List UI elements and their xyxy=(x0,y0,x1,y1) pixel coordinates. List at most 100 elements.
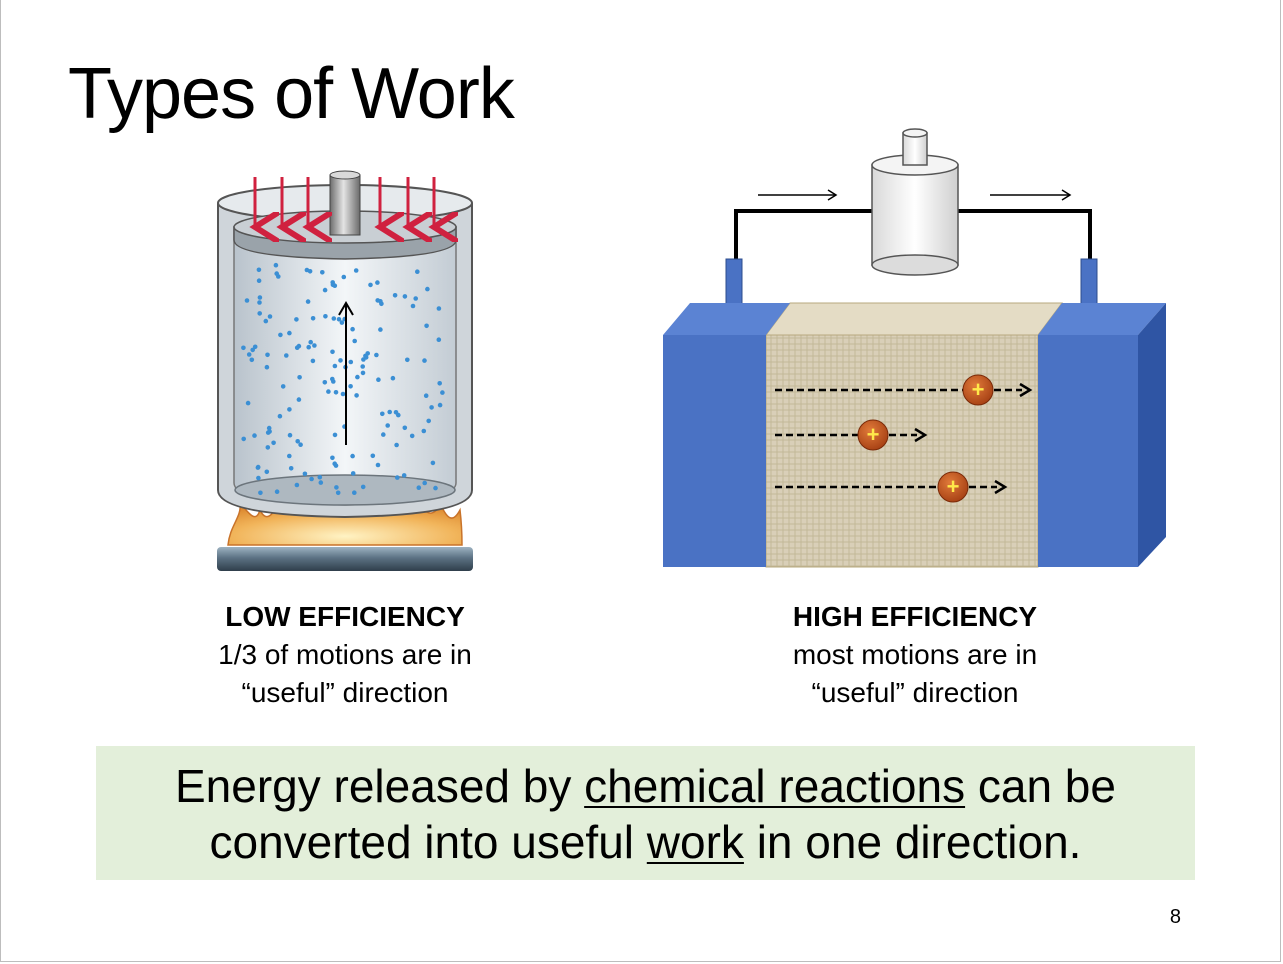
gas-molecule xyxy=(280,384,286,389)
gas-molecule xyxy=(265,352,270,358)
circuit-wire xyxy=(734,209,1092,265)
gas-molecule xyxy=(326,389,331,394)
gas-molecule xyxy=(256,278,262,283)
gas-molecule xyxy=(287,432,293,438)
gas-molecule xyxy=(402,294,408,299)
gas-molecule xyxy=(381,432,386,437)
gas-molecule xyxy=(305,299,311,304)
gas-molecule xyxy=(297,375,302,380)
gas-molecule xyxy=(380,411,385,417)
gas-molecule xyxy=(288,466,294,471)
gas-molecule xyxy=(336,317,342,322)
gas-molecule xyxy=(416,485,422,491)
gas-molecule xyxy=(340,391,346,397)
gas-molecule xyxy=(257,300,262,305)
gas-molecule xyxy=(360,484,366,490)
pressure-arrows xyxy=(255,177,434,227)
gas-molecule xyxy=(339,320,345,325)
gas-molecule xyxy=(437,402,443,408)
left-heading: LOW EFFICIENCY xyxy=(225,601,465,632)
gas-molecule xyxy=(296,397,302,402)
gas-molecule xyxy=(437,381,442,386)
gas-molecule xyxy=(352,490,357,496)
gas-molecule xyxy=(273,262,279,268)
summary-callout: Energy released by chemical reactions ca… xyxy=(96,746,1195,880)
right-line1: most motions are in xyxy=(792,639,1038,670)
gas-molecule xyxy=(249,357,255,363)
left-line1: 1/3 of motions are in xyxy=(218,639,472,670)
gas-molecule xyxy=(306,344,311,350)
gas-molecule xyxy=(378,327,383,332)
gas-molecule xyxy=(422,358,427,363)
gas-molecule xyxy=(375,280,380,285)
gas-molecule xyxy=(348,384,353,389)
gas-molecule xyxy=(267,429,272,434)
gas-molecule xyxy=(375,462,381,468)
ion-paths: +++ xyxy=(775,374,1033,503)
gas-molecule xyxy=(410,303,416,309)
gas-molecule xyxy=(267,314,273,319)
gas-molecule xyxy=(421,428,427,434)
left-electrode xyxy=(663,303,790,567)
gas-molecule xyxy=(353,268,359,273)
positive-charge-icon xyxy=(962,374,994,406)
gas-molecule xyxy=(274,489,280,495)
electrolyte-block xyxy=(765,302,1063,568)
page-number: 8 xyxy=(1169,906,1181,928)
gas-molecule xyxy=(352,338,357,344)
gas-molecule xyxy=(274,271,279,276)
gas-molecule xyxy=(257,311,262,316)
arrow-head-icon xyxy=(1019,382,1033,398)
gas-molecule xyxy=(320,270,325,275)
gas-molecule xyxy=(263,318,269,324)
gas-molecule xyxy=(250,347,255,353)
gas-molecule xyxy=(341,274,347,280)
arrow-head-icon xyxy=(994,479,1008,495)
callout-underline-work: work xyxy=(646,816,744,868)
gas-molecule xyxy=(310,358,316,364)
positive-charge-icon xyxy=(857,419,889,451)
gas-molecule xyxy=(322,380,328,385)
positive-charge-icon xyxy=(937,471,969,503)
right-heading: HIGH EFFICIENCY xyxy=(792,601,1038,632)
gas-molecule xyxy=(246,352,252,357)
gas-molecule xyxy=(385,423,390,428)
gas-molecule xyxy=(331,316,337,321)
gas-molecule xyxy=(309,476,314,482)
gas-molecule xyxy=(271,440,276,446)
gas-molecule xyxy=(294,482,300,488)
gas-molecule xyxy=(330,349,335,355)
piston-cylinder-figure xyxy=(217,170,473,571)
gas-molecule xyxy=(440,390,445,395)
gas-molecule xyxy=(348,359,354,365)
gas-molecule xyxy=(425,286,430,292)
gas-molecule xyxy=(330,282,336,288)
callout-text: in one direction. xyxy=(743,816,1082,868)
gas-molecule xyxy=(308,339,313,345)
plus-sign: + xyxy=(972,377,985,402)
slide-title: Types of Work xyxy=(68,54,515,134)
gas-molecule xyxy=(256,475,261,481)
gas-molecule xyxy=(422,480,427,486)
gas-molecule xyxy=(312,343,317,348)
gas-molecule xyxy=(354,393,359,398)
burner-pipe xyxy=(217,547,473,571)
callout-underline-chemical-reactions: chemical reactions xyxy=(584,760,966,812)
gas-molecule xyxy=(264,469,270,475)
callout-line1: Energy released by chemical reactions ca… xyxy=(96,758,1195,814)
gas-molecule xyxy=(430,460,436,466)
gas-molecule xyxy=(245,400,251,406)
gas-molecule xyxy=(257,295,263,300)
plus-sign: + xyxy=(867,422,880,447)
gas-molecule xyxy=(350,326,355,332)
gas-molecule xyxy=(332,432,338,438)
gas-molecule xyxy=(334,485,339,490)
up-arrow-icon xyxy=(338,301,354,445)
gas-molecule xyxy=(278,332,283,338)
gas-molecule xyxy=(402,425,408,431)
gas-molecule xyxy=(338,358,343,363)
left-caption: LOW EFFICIENCY 1/3 of motions are in “us… xyxy=(170,598,520,712)
gas-molecule xyxy=(332,461,337,467)
gas-molecule xyxy=(409,433,415,439)
callout-text: can be xyxy=(965,760,1116,812)
